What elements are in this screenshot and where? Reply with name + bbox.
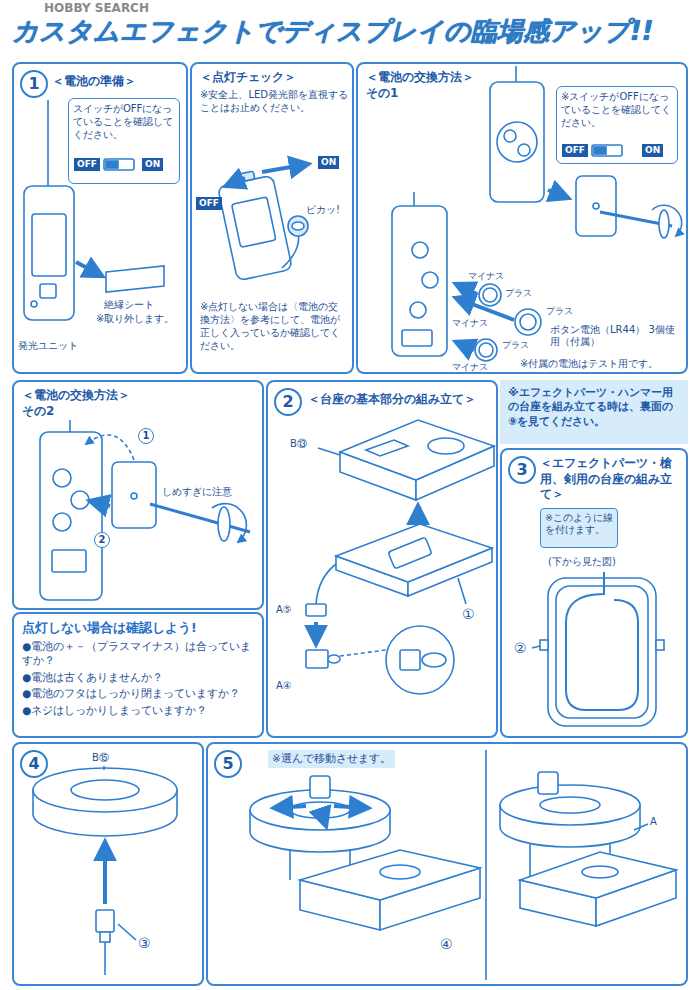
part-number: A (650, 816, 657, 828)
lighting-check-figure (216, 164, 308, 281)
sequence-number: 1 (138, 428, 154, 444)
wiring-text: ※このように線を付けます。 (545, 512, 613, 537)
polarity-label: プラス (546, 306, 573, 316)
part-name: 絶縁シート (104, 299, 154, 311)
polarity-label: プラス (502, 340, 529, 350)
wiring-note: ※このように線を付けます。 (540, 508, 618, 548)
switch-label: OFF (562, 144, 588, 157)
callout-number: ② (514, 640, 527, 657)
ring-base-figure (33, 766, 177, 975)
polarity-label: プラス (505, 288, 532, 298)
switch-label: ON (318, 156, 339, 169)
callout-number: ① (462, 606, 475, 623)
reference-note: ※エフェクトパーツ・ハンマー用の台座を組み立てる時は、裏面の⑨を見てください。 (500, 380, 688, 444)
polarity-label: マイナス (452, 318, 488, 328)
checklist-box: 点灯しない場合は確認しよう! ●電池の＋－（プラスマイナス）は合っていますか？ ●電… (12, 612, 264, 738)
part-number: A⑤ (276, 604, 292, 616)
step-number: 1 (20, 70, 48, 98)
checklist-heading: 点灯しない場合は確認しよう! (22, 620, 254, 636)
caution-text: スイッチがOFFになっていることを確認してください。 (73, 102, 173, 141)
battery-spec: ボタン電池（LR44） 3個使用（付属） (550, 324, 678, 348)
step-heading: ＜電池の準備＞ (52, 74, 184, 90)
reference-text: ※エフェクトパーツ・ハンマー用の台座を組み立てる時は、裏面の⑨を見てください。 (508, 386, 680, 429)
final-assembly-figure (250, 750, 676, 980)
step-number: 5 (214, 750, 242, 778)
checklist-item: ●電池のフタはしっかり閉まっていますか？ (22, 687, 254, 701)
polarity-label: マイナス (452, 362, 488, 372)
callout-number: ④ (440, 936, 453, 953)
step-panel: ＜点灯チェック＞ ※安全上、LED発光部を直視することはお止めください。 ※点灯しな… (190, 62, 354, 374)
light-effect: ピカッ! (306, 204, 340, 216)
step-number: 2 (274, 388, 302, 416)
part-number: B⑬ (290, 438, 307, 450)
step-number: 3 (508, 456, 536, 484)
switch-label: ON (142, 158, 163, 171)
switch-label: OFF (196, 197, 222, 210)
caution-note: スイッチがOFFになっていることを確認してください。 (68, 98, 180, 184)
checklist-item: ●ネジはしっかりしまっていますか？ (22, 704, 254, 718)
part-number: B⑮ (92, 752, 109, 764)
battery-cover-figure (40, 420, 250, 600)
step-heading: ＜点灯チェック＞ (200, 70, 346, 86)
note-text: ※取り外します。 (96, 313, 174, 325)
base-underside-figure (532, 572, 664, 726)
step-heading: ＜エフェクトパーツ・槍用、剣用の台座の組み立て＞ (540, 456, 682, 503)
step-panel: ※このように線を付けます。 3＜エフェクトパーツ・槍用、剣用の台座の組み立て＞ (500, 448, 688, 738)
part-number: A④ (276, 680, 292, 692)
polarity-label: マイナス (468, 271, 504, 281)
view-label: (下から見た図) (548, 556, 616, 568)
page-title: カスタムエフェクトでディスプレイの臨場感アップ!! (12, 16, 654, 46)
checklist-item: ●電池は古くありませんか？ (22, 671, 254, 685)
step-panel: スイッチがOFFになっていることを確認してください。 1＜電池の準備＞ (12, 62, 188, 374)
checklist-item: ●電池の＋－（プラスマイナス）は合っていますか？ (22, 640, 254, 667)
switch-label: OFF (74, 158, 100, 171)
battery-exchange-figure (392, 66, 682, 361)
switch-label: ON (642, 144, 663, 157)
step-panel: 4 (12, 742, 204, 986)
instruction-note: ※選んで移動させます。 (268, 750, 395, 768)
step-number: 4 (20, 750, 48, 778)
caution-text: しめすぎに注意 (162, 486, 232, 498)
step-panel: 2 ＜台座の基本部分の組み立て＞ (266, 380, 498, 738)
callout-number: ③ (138, 935, 151, 952)
caution-text: ※スイッチがOFFになっていることを確認してください。 (561, 90, 671, 129)
step-heading: ＜台座の基本部分の組み立て＞ (308, 392, 492, 408)
safety-note: ※安全上、LED発光部を直視することはお止めください。 (200, 88, 348, 114)
troubleshoot-note: ※点灯しない場合は〈電池の交換方法〉を参考にして、電池が正しく入っているか確認し… (200, 300, 348, 352)
step-heading: ＜電池の交換方法＞ その2 (22, 388, 146, 419)
step-heading: ＜電池の交換方法＞ その1 (366, 70, 490, 101)
watermark: HOBBY SEARCH (44, 1, 149, 15)
base-assembly-figure (306, 420, 494, 694)
note-text: ※付属の電池はテスト用です。 (520, 358, 658, 370)
sequence-number: 2 (94, 532, 110, 548)
part-name: 発光ユニット (18, 340, 78, 352)
